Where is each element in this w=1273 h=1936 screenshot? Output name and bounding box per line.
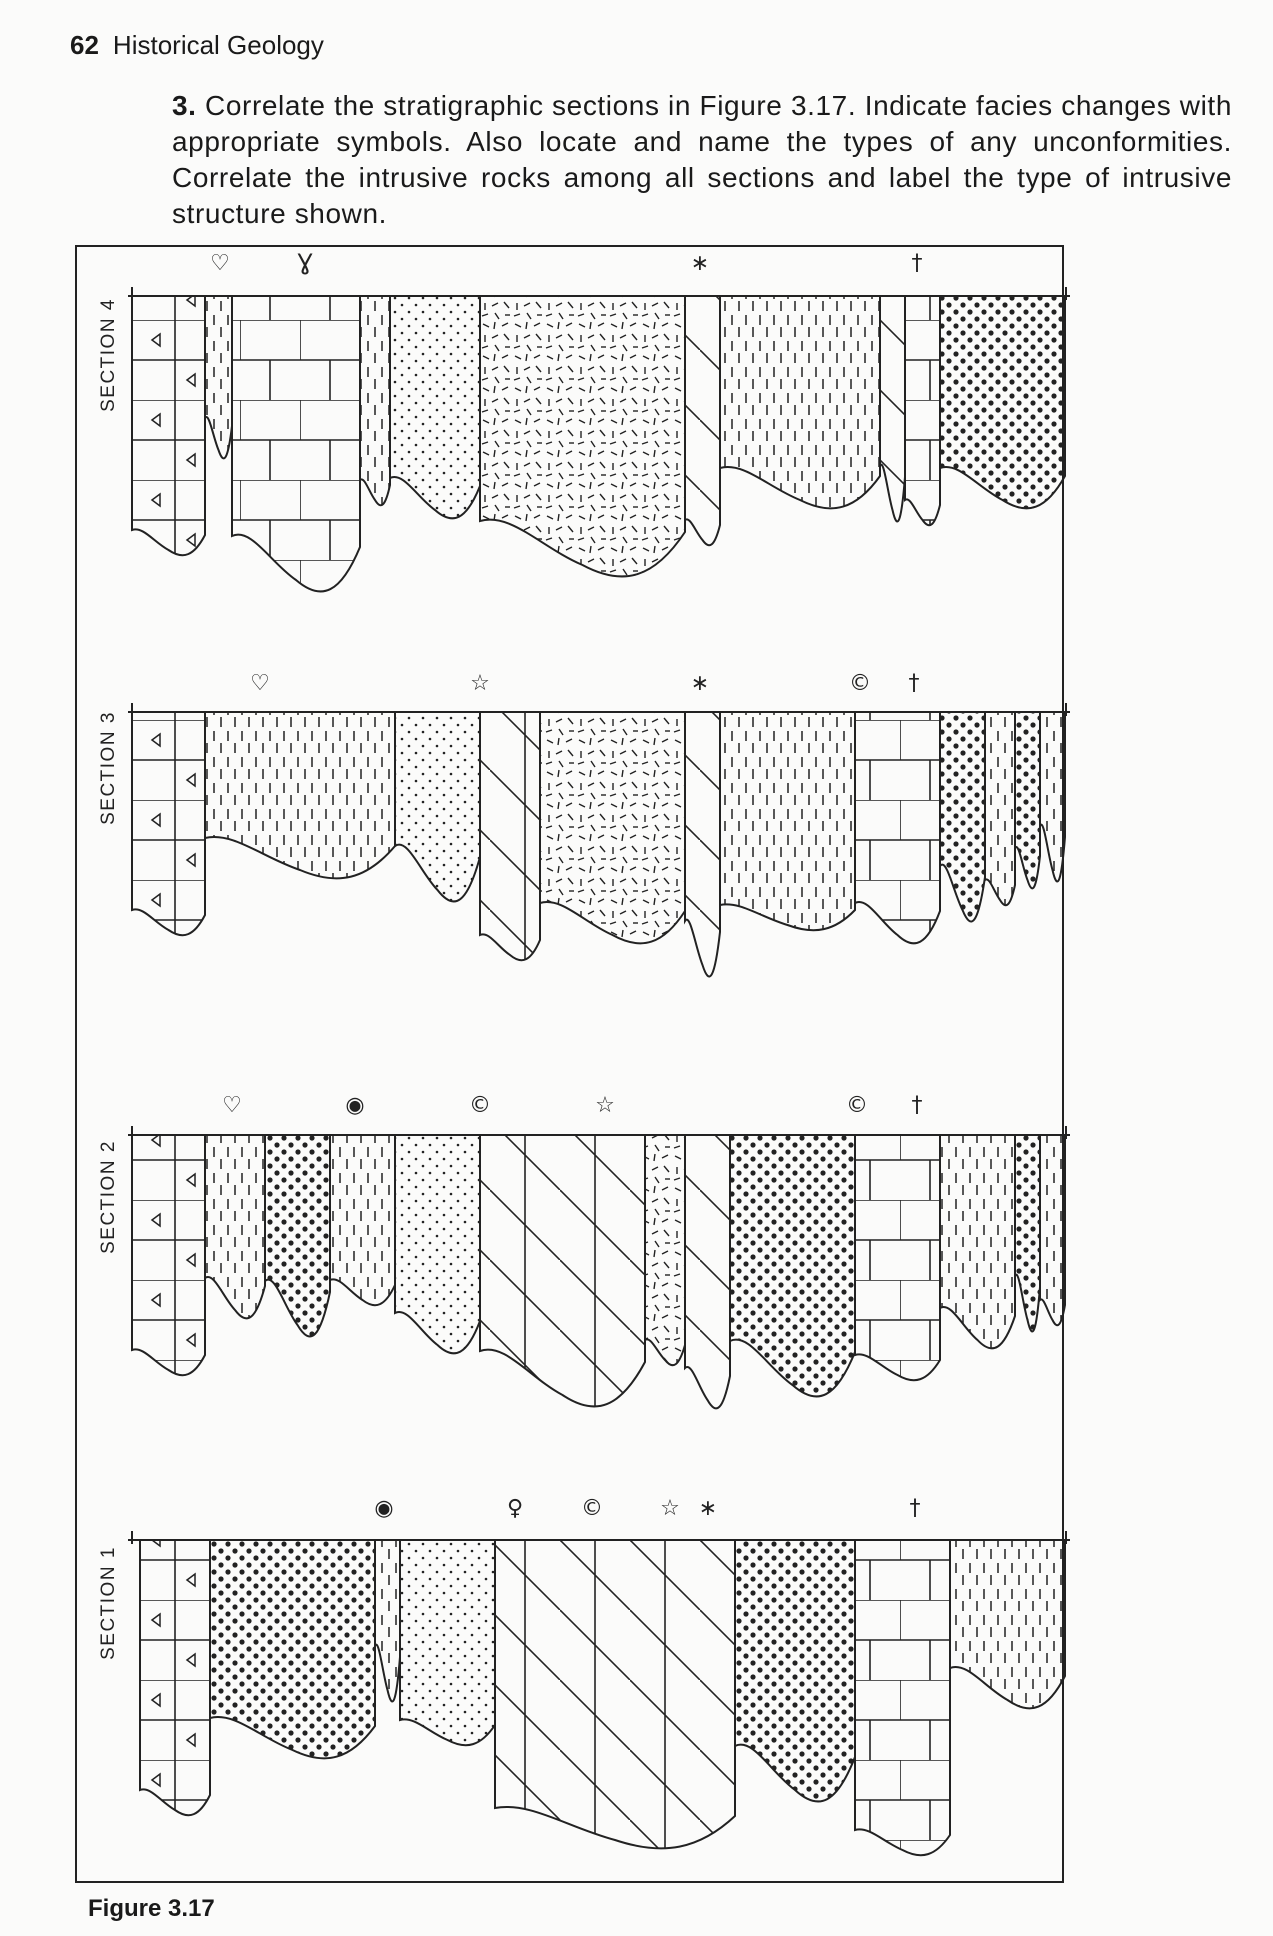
- section-label: SECTION 2: [98, 1140, 119, 1254]
- rock-unit-coarse: [209, 1539, 376, 1760]
- rock-unit-coarse: [734, 1539, 856, 1803]
- rock-unit-sand: [389, 295, 481, 520]
- rock-unit-dolo: [684, 295, 721, 547]
- star-icon: ☆: [595, 1093, 615, 1118]
- rock-unit-coarse: [1014, 1134, 1041, 1333]
- section-4-column: SECTION 4 ♡ Ɣ ∗ †: [98, 251, 1070, 593]
- gastropod-icon: ©: [469, 1093, 491, 1118]
- spiral-icon: ◉: [345, 1093, 364, 1118]
- rock-unit-shale: [939, 1134, 1016, 1350]
- rock-unit-dolo: [494, 1539, 736, 1850]
- page-header: 62 Historical Geology: [70, 30, 324, 61]
- rock-unit-cong: [131, 711, 206, 937]
- rock-unit-lime: [231, 295, 361, 593]
- rock-unit-shale: [359, 295, 391, 507]
- question-text: Correlate the stratigraphic sections in …: [172, 90, 1232, 229]
- rock-unit-dolo: [479, 1134, 646, 1408]
- section-label: SECTION 3: [98, 711, 119, 825]
- rock-unit-shale: [1039, 711, 1066, 883]
- rock-unit-shale: [204, 711, 396, 880]
- section-3-column: SECTION 3 ♡ ☆ ∗ © †: [98, 671, 1070, 978]
- section-2-column: SECTION 2 ♡ ◉ © ☆ © †: [98, 1093, 1070, 1410]
- rock-unit-shale: [204, 1134, 266, 1320]
- exercise-question: 3. Correlate the stratigraphic sections …: [172, 88, 1232, 232]
- rock-unit-coarse: [939, 295, 1066, 510]
- belemnite-icon: †: [909, 671, 920, 696]
- rock-unit-ign: [644, 1134, 686, 1367]
- rock-unit-lime: [904, 295, 941, 527]
- rock-unit-shale: [204, 295, 233, 460]
- belemnite-icon: †: [910, 1496, 921, 1521]
- rock-unit-coarse: [264, 1134, 331, 1338]
- crinoid-icon: Ɣ: [297, 251, 313, 276]
- rock-unit-lime: [854, 711, 941, 945]
- rock-unit-shale: [719, 295, 881, 510]
- rock-unit-dolo: [684, 711, 721, 978]
- section-label: SECTION 4: [98, 298, 119, 412]
- page-number: 62: [70, 30, 99, 60]
- rock-unit-shale: [329, 1134, 396, 1307]
- belemnite-icon: †: [912, 1093, 923, 1118]
- rock-unit-shale: [374, 1539, 401, 1703]
- rock-unit-sand: [399, 1539, 496, 1747]
- rock-unit-dolo: [684, 1134, 731, 1410]
- rock-unit-coarse: [1014, 711, 1041, 890]
- rock-unit-sand: [394, 711, 481, 903]
- asterisk-icon: ∗: [691, 671, 709, 696]
- rock-unit-ign: [479, 295, 686, 578]
- rock-unit-cong: [131, 1134, 206, 1377]
- belemnite-icon: †: [912, 251, 923, 276]
- figure-frame: [75, 245, 1064, 1883]
- rock-unit-coarse: [729, 1134, 856, 1398]
- rock-unit-shale: [719, 711, 856, 932]
- spiral-icon: ◉: [374, 1496, 393, 1521]
- book-title: Historical Geology: [112, 30, 324, 60]
- brachiopod-icon: ♡: [222, 1093, 242, 1118]
- brachiopod-icon: ♡: [250, 671, 270, 696]
- section-1-column: SECTION 1 ◉ ♀ © ☆ ∗ †: [98, 1496, 1070, 1857]
- rock-unit-sand: [394, 1134, 481, 1355]
- rock-unit-lime: [854, 1134, 941, 1382]
- rock-unit-coarse: [939, 711, 986, 923]
- star-icon: ☆: [470, 671, 490, 696]
- rock-unit-shale: [984, 711, 1016, 907]
- rock-unit-dolo: [879, 295, 906, 523]
- question-number: 3.: [172, 90, 197, 121]
- rock-unit-lime: [854, 1539, 951, 1857]
- rock-unit-shale: [949, 1539, 1066, 1710]
- trilobite-icon: ♀: [507, 1496, 523, 1521]
- ammonite-icon: ©: [849, 671, 871, 696]
- rock-unit-shale: [1039, 1134, 1066, 1327]
- ammonite-icon: ©: [846, 1093, 868, 1118]
- section-label: SECTION 1: [98, 1546, 119, 1660]
- rock-unit-cong: [139, 1539, 211, 1817]
- asterisk-icon: ∗: [699, 1496, 717, 1521]
- rock-unit-cong: [131, 295, 206, 557]
- brachiopod-icon: ♡: [210, 251, 230, 276]
- asterisk-icon: ∗: [691, 251, 709, 276]
- star-icon: ☆: [660, 1496, 680, 1521]
- gastropod-icon: ©: [581, 1496, 603, 1521]
- rock-unit-ign: [539, 711, 686, 945]
- rock-unit-dolo: [479, 711, 541, 962]
- figure-caption: Figure 3.17: [88, 1895, 215, 1922]
